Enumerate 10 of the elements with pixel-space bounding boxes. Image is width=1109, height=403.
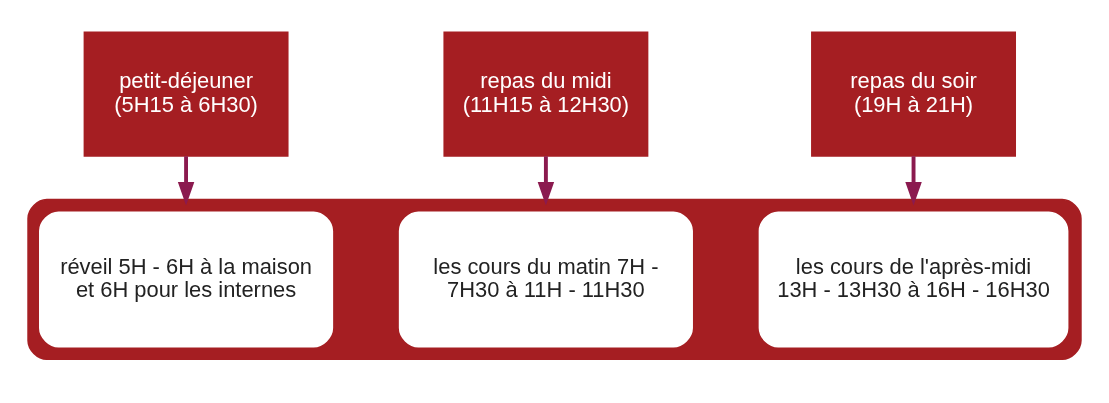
cluster (27, 198, 1082, 360)
arrow (177, 155, 195, 206)
arrow (905, 155, 922, 206)
node-box: réveil 5H - 6H à la maison et 6H pour les internes (39, 210, 334, 347)
arrow (537, 155, 555, 206)
node-box: repas du soir (19H à 21H) (811, 31, 1016, 157)
node-box: les cours du matin 7H - 7H30 à 11H - 11H30 (398, 210, 693, 347)
node-box: petit-déjeuner (5H15 à 6H30) (83, 31, 289, 157)
node-box: repas du midi (11H15 à 12H30) (443, 31, 649, 157)
node-box: les cours de l'après-midi 13H - 13H30 à 16H - 16H30 (758, 210, 1069, 347)
